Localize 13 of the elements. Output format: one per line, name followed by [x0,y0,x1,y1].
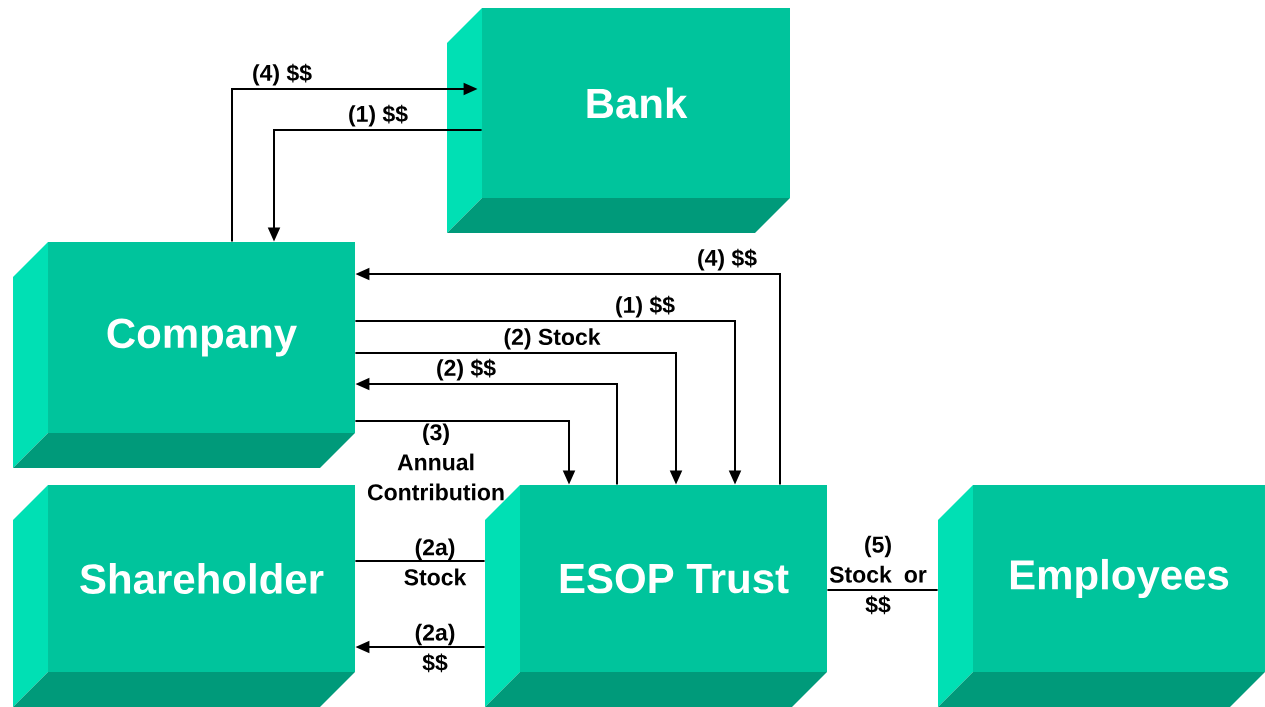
edge-label: (2) $$ [433,356,499,383]
beveled-box: Bank [447,8,790,233]
edge-label: (2) Stock [501,326,603,352]
edge-label: (2a) $$ [415,623,455,673]
edge-label: (4) $$ [249,61,315,88]
edge-label: (1) $$ [612,293,678,320]
edge-label: (1) $$ [345,102,411,129]
edge-label: (2a) Stock [404,538,467,586]
edge-label: (5) Stock or $$ [829,535,927,615]
beveled-box: Employees [938,485,1265,707]
beveled-box: Company [13,242,355,468]
beveled-box: Shareholder [13,485,355,707]
edge-label: (4) $$ [694,246,760,273]
